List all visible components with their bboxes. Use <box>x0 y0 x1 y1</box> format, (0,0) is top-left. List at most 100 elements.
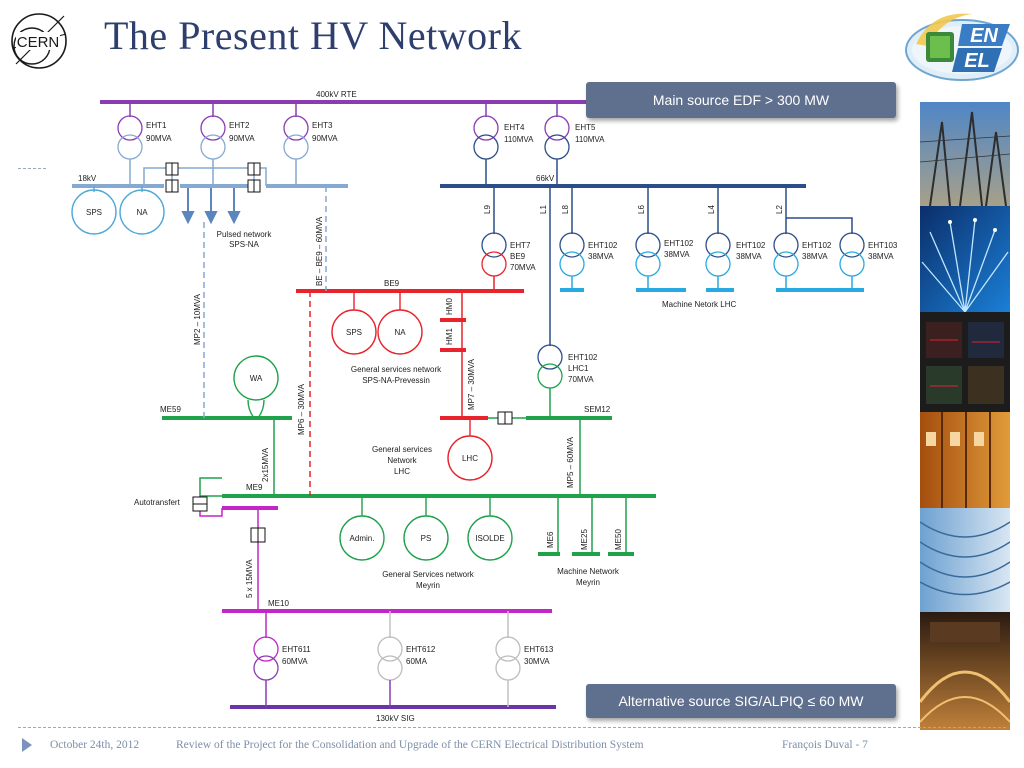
eht613-rating: 30MVA <box>524 657 550 666</box>
eht-lhc1-label-2: LHC1 <box>568 364 589 373</box>
load-isolde-label: ISOLDE <box>475 534 504 543</box>
enel-logo-text-el: EL <box>964 50 990 72</box>
bus-me9-label: ME9 <box>246 483 263 492</box>
photo-cabling <box>920 508 1010 612</box>
gsn-prevessin-label-1: General services network <box>351 365 442 374</box>
eht611-name: EHT611 <box>282 645 311 654</box>
eht3-name: EHT3 <box>312 121 333 130</box>
hm0-label: HM0 <box>445 298 454 315</box>
footer-review: Review of the Project for the Consolidat… <box>176 739 644 751</box>
gsn-lhc-label-1: General services <box>372 445 432 454</box>
bus-be9-label: BE9 <box>384 279 400 288</box>
machine-meyrin-stubs <box>557 496 627 554</box>
bus-18kv-label: 18kV <box>78 174 97 183</box>
eht7-label-2: BE9 <box>510 252 526 261</box>
lhc-eht1-name: EHT102 <box>588 241 618 250</box>
me50-label: ME50 <box>614 529 623 550</box>
eht1-rating: 90MVA <box>146 134 172 143</box>
transformer-eht4 <box>473 102 499 186</box>
me6-label: ME6 <box>546 531 555 548</box>
lhc-eht2-rating: 38MVA <box>664 250 690 259</box>
line-l4-label: L4 <box>707 205 716 214</box>
photo-control-screens <box>920 312 1010 412</box>
hm1-label: HM1 <box>445 328 454 345</box>
transformer-eht612 <box>377 611 403 707</box>
transformer-lhc-3 <box>705 186 731 290</box>
gsn-prevessin-label-2: SPS-NA-Prevessin <box>362 376 430 385</box>
coupler-mp7-sem12 <box>488 411 526 425</box>
transformer-lhc-5 <box>786 217 865 290</box>
footer-author: François Duval - 7 <box>782 739 868 751</box>
eht-lhc1-label-3: 70MVA <box>568 375 594 384</box>
eht612-rating: 60MA <box>406 657 428 666</box>
line-l6-label: L6 <box>637 205 646 214</box>
footer-divider <box>18 727 1006 728</box>
load-ps-label: PS <box>421 534 432 543</box>
cern-logo: CERN <box>11 13 67 69</box>
photo-control-room <box>920 612 1010 730</box>
transformer-eht3 <box>283 102 309 186</box>
load-isolde <box>467 496 513 561</box>
eht3-rating: 90MVA <box>312 134 338 143</box>
photo-strip <box>920 102 1010 730</box>
gsn-meyrin-label-1: General Services network <box>382 570 475 579</box>
cern-logo-text: CERN <box>17 34 60 51</box>
bus-66kv-label: 66kV <box>536 174 555 183</box>
link-5x15-label: 5 x 15MVA <box>245 559 254 598</box>
lhc-eht2-name: EHT102 <box>664 239 694 248</box>
pulsed-network-label-1: Pulsed network <box>217 230 273 239</box>
eht612-name: EHT612 <box>406 645 436 654</box>
link-2x15-label: 2x15MVA <box>261 447 270 482</box>
eht-lhc1-label-1: EHT102 <box>568 353 598 362</box>
link-mp5-label: MP5 – 60MVA <box>566 436 575 488</box>
eht5-name: EHT5 <box>575 123 596 132</box>
pulsed-network-label-2: SPS-NA <box>229 240 259 249</box>
eht4-name: EHT4 <box>504 123 525 132</box>
line-l1-label: L1 <box>539 205 548 214</box>
autotransfert-label: Autotransfert <box>134 498 181 507</box>
load-ps <box>403 496 449 561</box>
eht5-rating: 110MVA <box>575 135 605 144</box>
eht7-label-3: 70MVA <box>510 263 536 272</box>
lhc-eht4-rating: 38MVA <box>802 252 828 261</box>
transformer-lhc-1 <box>559 186 585 290</box>
load-be9-na-label: NA <box>394 328 406 337</box>
eht613-name: EHT613 <box>524 645 554 654</box>
eht1-name: EHT1 <box>146 121 167 130</box>
left-divider <box>18 168 46 169</box>
link-mp6-label: MP6 – 30MVA <box>297 383 306 435</box>
footer-date: October 24th, 2012 <box>50 739 140 751</box>
eht611-rating: 60MVA <box>282 657 308 666</box>
eht2-rating: 90MVA <box>229 134 255 143</box>
alternative-source-callout: Alternative source SIG/ALPIQ ≤ 60 MW <box>586 684 896 718</box>
eht2-name: EHT2 <box>229 121 250 130</box>
transformer-eht5 <box>544 102 570 186</box>
lhc-eht4-name: EHT102 <box>802 241 832 250</box>
load-admin <box>339 496 385 561</box>
load-admin-label: Admin. <box>350 534 375 543</box>
machine-meyrin-label-1: Machine Network <box>557 567 620 576</box>
bus-sem12-label: SEM12 <box>584 405 611 414</box>
gsn-lhc-label-2: Network <box>387 456 417 465</box>
en-el-logo: EN EL <box>905 13 1019 81</box>
feeder-l9 <box>481 186 507 291</box>
load-na-18kv <box>119 186 165 235</box>
link-mp2-label: MP2 – 10MVA <box>193 293 202 345</box>
link-5x15 <box>250 508 266 611</box>
transformer-lhc-2 <box>635 186 661 290</box>
enel-logo-text-en: EN <box>970 25 998 47</box>
lhc-eht1-rating: 38MVA <box>588 252 614 261</box>
load-na-label: NA <box>136 208 148 217</box>
breakers-18kv <box>165 162 261 193</box>
main-source-callout: Main source EDF > 300 MW <box>586 82 896 118</box>
transformer-eht1 <box>117 102 143 186</box>
link-be-be9-label: BE – BE9 – 60MVA <box>315 216 324 286</box>
me25-label: ME25 <box>580 529 589 550</box>
load-lhc-label: LHC <box>462 454 478 463</box>
load-na-be9 <box>377 291 423 355</box>
slide-title: The Present HV Network <box>104 13 522 58</box>
transformer-eht2 <box>200 102 226 186</box>
photo-substation <box>920 102 1010 207</box>
feeder-l1 <box>537 186 563 418</box>
